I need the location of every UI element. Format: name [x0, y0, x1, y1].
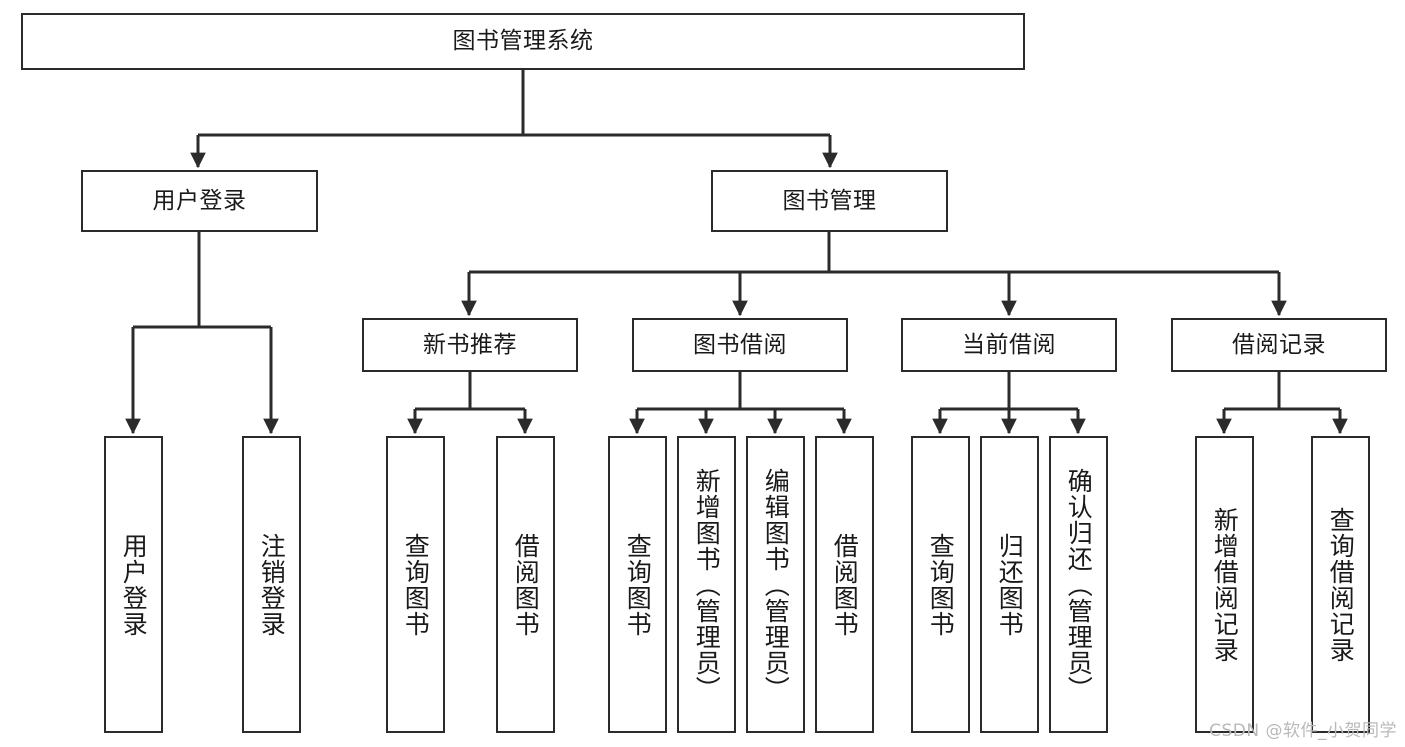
node-leaf-query-book-recommend[interactable]: 查询图书 — [386, 436, 445, 733]
node-leaf-query-book-borrow[interactable]: 查询图书 — [608, 436, 667, 733]
node-current-borrow[interactable]: 当前借阅 — [901, 318, 1117, 372]
node-leaf-query-book-borrow-label: 查询图书 — [623, 532, 653, 637]
node-book-borrow-label: 图书借阅 — [693, 331, 787, 358]
node-leaf-user-login[interactable]: 用户登录 — [104, 436, 163, 733]
node-leaf-query-book-current[interactable]: 查询图书 — [911, 436, 970, 733]
node-leaf-return-book-label: 归还图书 — [995, 532, 1025, 637]
node-leaf-query-borrow-record[interactable]: 查询借阅记录 — [1311, 436, 1370, 733]
node-leaf-confirm-return-admin[interactable]: 确认归还（管理员） — [1049, 436, 1108, 733]
node-new-book-recommend[interactable]: 新书推荐 — [362, 318, 578, 372]
node-leaf-confirm-return-admin-label: 确认归还（管理员） — [1064, 467, 1094, 702]
node-leaf-return-book[interactable]: 归还图书 — [980, 436, 1039, 733]
node-leaf-query-book-current-label: 查询图书 — [926, 532, 956, 637]
node-user-login-label: 用户登录 — [152, 187, 247, 214]
node-book-borrow[interactable]: 图书借阅 — [632, 318, 848, 372]
node-leaf-add-borrow-record[interactable]: 新增借阅记录 — [1195, 436, 1254, 733]
node-leaf-query-borrow-record-label: 查询借阅记录 — [1326, 506, 1356, 663]
node-leaf-query-book-recommend-label: 查询图书 — [401, 532, 431, 637]
node-leaf-user-login-label: 用户登录 — [119, 532, 149, 637]
node-leaf-logout[interactable]: 注销登录 — [242, 436, 301, 733]
node-leaf-logout-label: 注销登录 — [257, 532, 287, 637]
node-borrow-record[interactable]: 借阅记录 — [1171, 318, 1387, 372]
node-book-management[interactable]: 图书管理 — [711, 170, 948, 232]
node-leaf-add-borrow-record-label: 新增借阅记录 — [1210, 506, 1240, 663]
node-leaf-edit-book-admin-label: 编辑图书（管理员） — [761, 467, 791, 702]
node-book-management-label: 图书管理 — [782, 187, 877, 214]
node-root-book-management-system[interactable]: 图书管理系统 — [21, 13, 1025, 70]
node-leaf-borrow-book-recommend[interactable]: 借阅图书 — [496, 436, 555, 733]
node-leaf-add-book-admin-label: 新增图书（管理员） — [692, 467, 722, 702]
node-leaf-edit-book-admin[interactable]: 编辑图书（管理员） — [746, 436, 805, 733]
node-leaf-borrow-book-label: 借阅图书 — [830, 532, 860, 637]
node-leaf-borrow-book[interactable]: 借阅图书 — [815, 436, 874, 733]
node-borrow-record-label: 借阅记录 — [1232, 331, 1326, 358]
node-user-login[interactable]: 用户登录 — [81, 170, 318, 232]
node-root-label: 图书管理系统 — [452, 28, 594, 54]
node-leaf-borrow-book-recommend-label: 借阅图书 — [511, 532, 541, 637]
node-current-borrow-label: 当前借阅 — [962, 331, 1056, 358]
node-new-book-recommend-label: 新书推荐 — [423, 331, 517, 358]
node-leaf-add-book-admin[interactable]: 新增图书（管理员） — [677, 436, 736, 733]
